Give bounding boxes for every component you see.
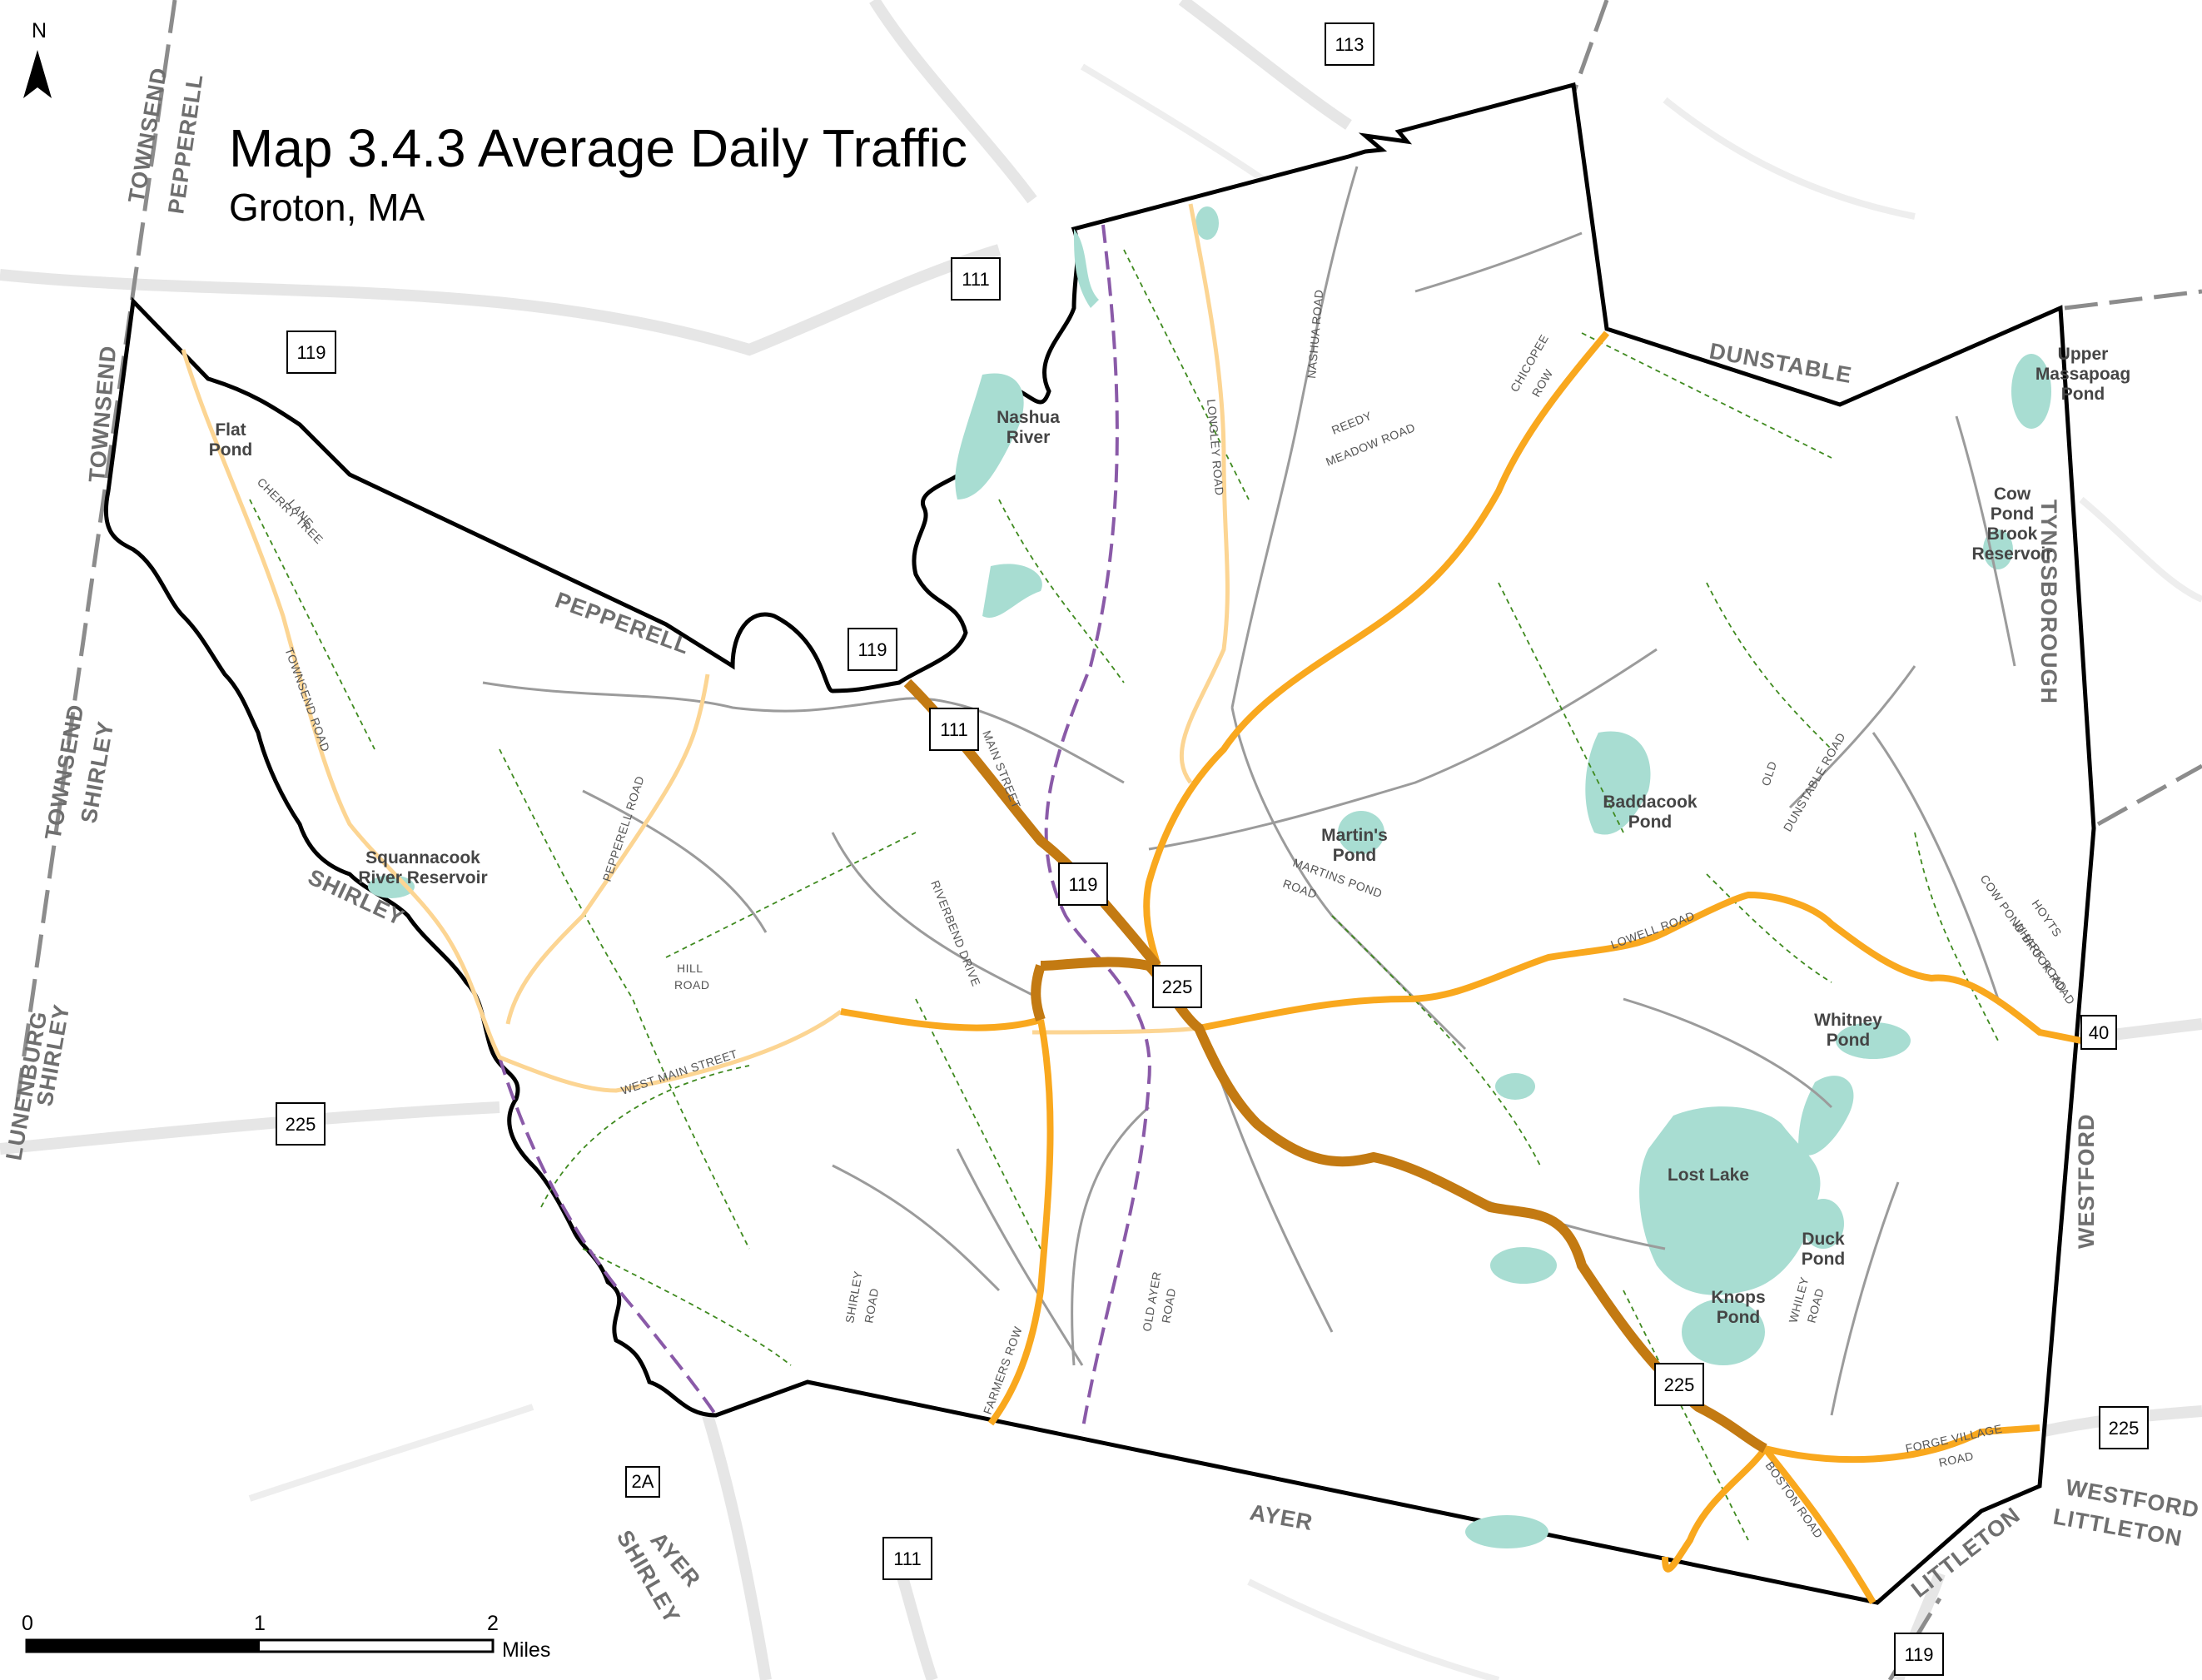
svg-text:ROAD: ROAD bbox=[1159, 1287, 1178, 1325]
svg-text:Pond: Pond bbox=[1717, 1308, 1761, 1327]
svg-text:Knops: Knops bbox=[1711, 1288, 1765, 1307]
svg-text:Pond: Pond bbox=[1333, 846, 1377, 865]
svg-text:111: 111 bbox=[940, 719, 967, 740]
route-shield: 225 bbox=[2099, 1406, 2149, 1449]
svg-text:111: 111 bbox=[962, 269, 989, 290]
svg-text:Baddacook: Baddacook bbox=[1603, 793, 1697, 812]
traffic-mid bbox=[840, 331, 2082, 1605]
svg-text:Lost Lake: Lost Lake bbox=[1668, 1166, 1749, 1185]
svg-text:River Reservoir: River Reservoir bbox=[358, 868, 487, 887]
svg-text:TOWNSEND: TOWNSEND bbox=[123, 65, 171, 205]
svg-text:111: 111 bbox=[893, 1548, 921, 1569]
svg-text:119: 119 bbox=[296, 342, 326, 363]
route-shield: 113 bbox=[1325, 22, 1374, 66]
svg-text:40: 40 bbox=[2089, 1022, 2109, 1043]
svg-text:Upper: Upper bbox=[2058, 345, 2109, 364]
svg-text:113: 113 bbox=[1335, 34, 1364, 55]
svg-text:2A: 2A bbox=[632, 1471, 654, 1492]
svg-text:225: 225 bbox=[286, 1114, 316, 1135]
svg-text:WESTFORD: WESTFORD bbox=[2074, 1114, 2099, 1250]
map-title: Map 3.4.3 Average Daily Traffic bbox=[229, 118, 967, 178]
route-shields: 113 111 119 119 111 119 225 225 bbox=[276, 22, 2149, 1676]
scale-bar: 0 1 2 Miles bbox=[22, 1612, 550, 1662]
svg-text:Miles: Miles bbox=[502, 1638, 550, 1662]
route-shield: 119 bbox=[1894, 1633, 1944, 1676]
svg-text:Reservoir: Reservoir bbox=[1972, 544, 2053, 564]
route-shield: 119 bbox=[1058, 862, 1108, 906]
route-shield: 119 bbox=[286, 331, 336, 374]
groton-boundary bbox=[103, 82, 2096, 1605]
water-bodies bbox=[368, 206, 2051, 1548]
svg-text:1: 1 bbox=[254, 1612, 266, 1635]
svg-text:Pond: Pond bbox=[1827, 1031, 1871, 1050]
svg-text:2: 2 bbox=[487, 1612, 499, 1635]
route-shield: 111 bbox=[882, 1537, 932, 1580]
map-subtitle: Groton, MA bbox=[229, 186, 425, 229]
svg-text:119: 119 bbox=[857, 639, 887, 660]
svg-text:Pond: Pond bbox=[1802, 1250, 1846, 1269]
route-shield: 40 bbox=[2080, 1015, 2117, 1050]
trails bbox=[249, 249, 1999, 1541]
route-shield: 111 bbox=[951, 257, 1001, 301]
svg-text:Whitney: Whitney bbox=[1814, 1011, 1882, 1030]
svg-text:Nashua: Nashua bbox=[997, 408, 1060, 427]
route-shield: 225 bbox=[276, 1102, 326, 1146]
svg-text:119: 119 bbox=[1904, 1644, 1933, 1665]
svg-text:119: 119 bbox=[1068, 874, 1097, 895]
svg-text:River: River bbox=[1007, 428, 1051, 447]
svg-text:TYNGSBOROUGH: TYNGSBOROUGH bbox=[2036, 500, 2061, 704]
north-arrow-icon: N bbox=[23, 19, 52, 98]
route-shield: 225 bbox=[1152, 965, 1202, 1008]
svg-text:0: 0 bbox=[22, 1612, 33, 1635]
svg-text:ROAD: ROAD bbox=[862, 1287, 881, 1325]
svg-text:PEPPERELL: PEPPERELL bbox=[163, 72, 207, 216]
route-shield: 225 bbox=[1654, 1363, 1704, 1406]
svg-text:225: 225 bbox=[1664, 1374, 1695, 1395]
svg-text:225: 225 bbox=[2109, 1418, 2140, 1439]
water-labels: Flat Pond Nashua River Squannacook River… bbox=[209, 345, 2130, 1327]
svg-text:Brook: Brook bbox=[1987, 524, 2038, 544]
svg-text:Pond: Pond bbox=[2061, 385, 2105, 404]
route-shield: 119 bbox=[847, 628, 897, 671]
svg-text:AYER: AYER bbox=[1248, 1499, 1315, 1535]
svg-text:Martin's: Martin's bbox=[1321, 826, 1388, 845]
svg-text:Duck: Duck bbox=[1802, 1230, 1845, 1249]
svg-text:Pond: Pond bbox=[1991, 504, 2035, 524]
route-shield: 2A bbox=[625, 1466, 660, 1498]
svg-text:Pond: Pond bbox=[1628, 813, 1673, 832]
svg-text:Pond: Pond bbox=[209, 440, 253, 460]
svg-text:Flat: Flat bbox=[215, 420, 246, 440]
svg-text:Massapoag: Massapoag bbox=[2035, 365, 2130, 384]
svg-text:225: 225 bbox=[1162, 977, 1193, 997]
traffic-low bbox=[181, 203, 1230, 1093]
route-shield: 111 bbox=[929, 708, 979, 751]
rail-trail bbox=[498, 224, 1151, 1433]
svg-text:N: N bbox=[32, 19, 47, 42]
svg-text:Cow: Cow bbox=[1994, 485, 2031, 504]
svg-text:ROAD: ROAD bbox=[674, 978, 709, 992]
svg-text:Squannacook: Squannacook bbox=[365, 848, 480, 867]
svg-text:HILL: HILL bbox=[677, 962, 703, 975]
